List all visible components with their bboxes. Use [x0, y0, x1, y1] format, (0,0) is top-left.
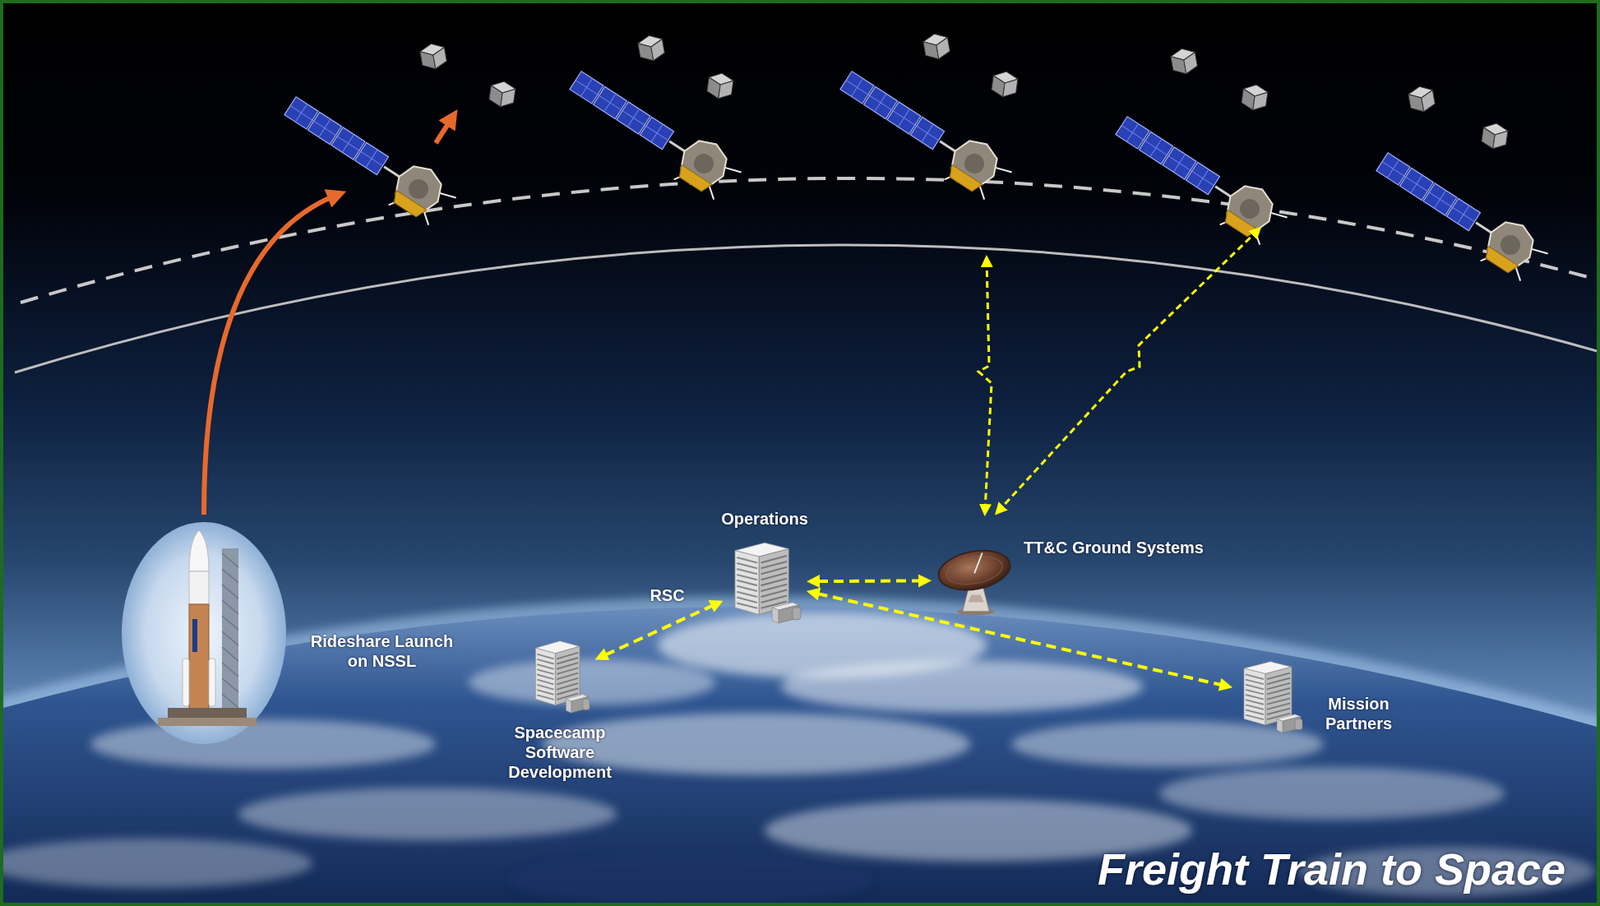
- cubesat: [419, 41, 449, 72]
- satellites: [273, 60, 1554, 290]
- arrowhead: [1218, 678, 1233, 692]
- node-label: Rideshare Launch on NSSL: [305, 631, 458, 671]
- dashed-connector: [806, 587, 1233, 692]
- node-label: Spacecamp Software Development: [508, 722, 612, 782]
- diagram-title: Freight Train to Space: [1097, 843, 1566, 895]
- rocket-launch-oval: [120, 520, 288, 746]
- cubesat: [1407, 84, 1437, 115]
- software-node: Spacecamp Software Development: [529, 637, 591, 715]
- arrowhead: [594, 648, 610, 662]
- connector-label: RSC: [649, 585, 685, 606]
- satellite: [829, 60, 1018, 209]
- cubesat: [637, 33, 666, 64]
- launch-arrow: [203, 194, 338, 515]
- cubesat: [488, 79, 517, 109]
- ground-station-node: TT&C Ground Systems: [936, 544, 1016, 617]
- node-label: Operations: [721, 508, 809, 529]
- dashed-connector: [806, 573, 932, 588]
- arrowhead: [806, 587, 821, 602]
- launch-node: Rideshare Launch on NSSL: [120, 520, 288, 746]
- cubesat: [706, 71, 735, 101]
- rf-link: [998, 230, 1258, 512]
- satellite: [559, 60, 747, 209]
- office-building-icon: [529, 637, 591, 715]
- rf-link: [978, 259, 992, 512]
- node-label: Mission Partners: [1325, 693, 1392, 734]
- cubesat: [922, 32, 952, 62]
- node-label: TT&C Ground Systems: [1023, 537, 1204, 558]
- dashed-connector: [594, 600, 723, 661]
- satellite: [1105, 106, 1293, 254]
- dashed-orbit: [20, 178, 1600, 303]
- connector-line: [818, 593, 1222, 685]
- cubesat: [990, 69, 1019, 99]
- arrowhead: [708, 600, 724, 613]
- connector-line: [818, 578, 921, 583]
- office-building-icon: [727, 538, 802, 625]
- arrowhead: [918, 573, 932, 588]
- orbit-line: [14, 245, 1600, 373]
- cubesats: [419, 32, 1509, 151]
- antenna-dish-icon: [936, 544, 1016, 617]
- partners-node: Mission Partners: [1237, 657, 1304, 735]
- operations-node: Operations: [727, 538, 802, 625]
- office-building-icon: [1237, 657, 1304, 735]
- connector-line: [605, 605, 713, 656]
- cubesat: [1240, 83, 1269, 112]
- satellite: [1365, 142, 1554, 290]
- cubesat: [1169, 46, 1199, 77]
- arrowhead: [806, 574, 820, 588]
- cubesat: [1480, 121, 1509, 151]
- deploy-arrow: [435, 117, 453, 144]
